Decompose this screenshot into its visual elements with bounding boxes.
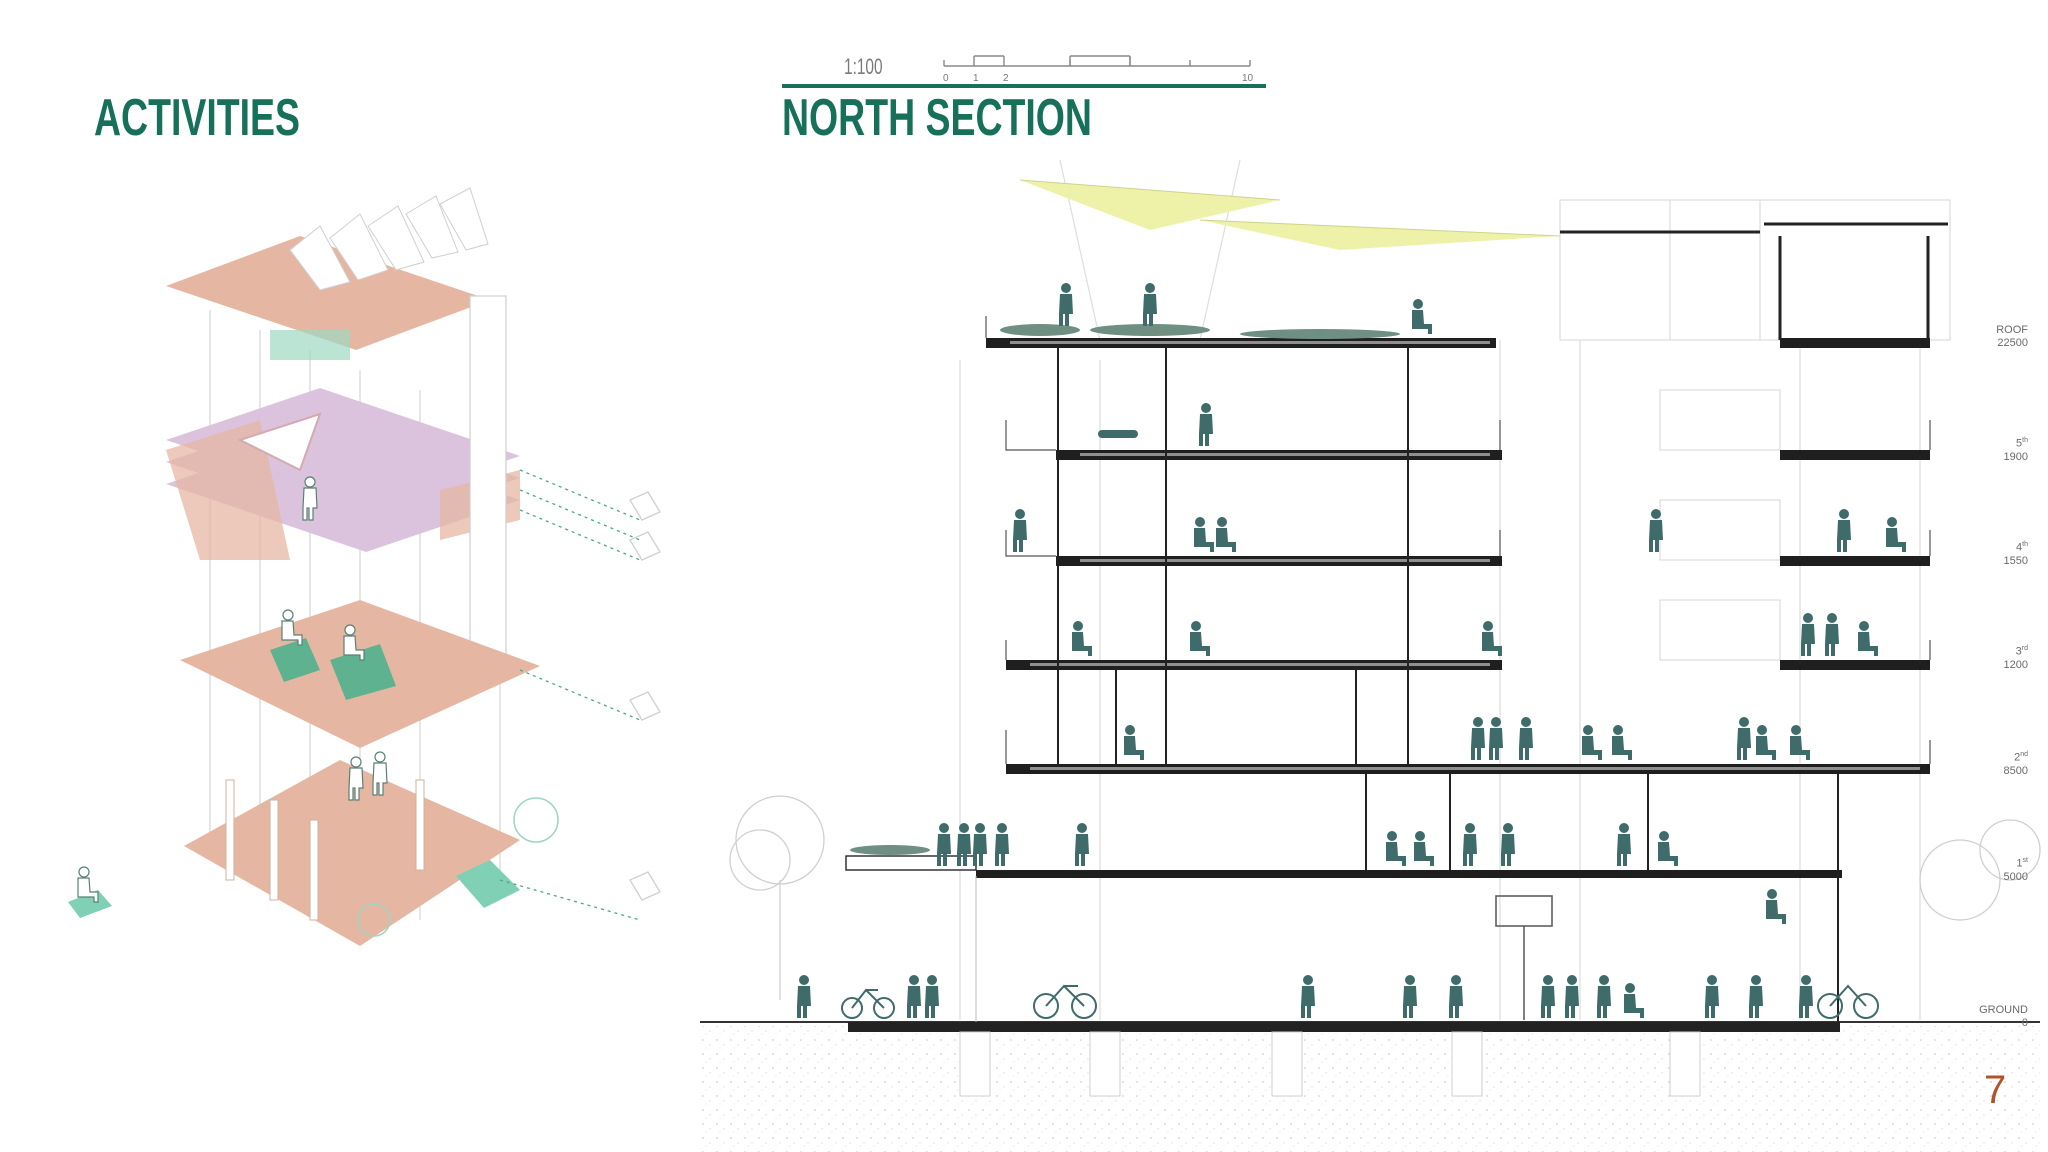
roof-canopy <box>1019 179 1561 250</box>
ground-plate <box>184 760 520 946</box>
activities-axonometric <box>68 187 661 946</box>
scale-tick-0: 0 <box>943 73 949 84</box>
page-number: 7 <box>1984 1068 2007 1112</box>
north-section <box>700 159 2041 1152</box>
slab-3-right <box>1780 660 1930 670</box>
scale-tick-1: 1 <box>973 73 979 84</box>
people <box>797 283 1906 1018</box>
ground-fill <box>700 1026 2040 1152</box>
roof-plate <box>166 236 490 350</box>
activities-title: ACTIVITIES <box>94 89 300 147</box>
foundation <box>848 1022 1840 1032</box>
scale-ratio: 1:100 <box>844 54 883 79</box>
scale-bar <box>943 55 1251 67</box>
slab-5-right <box>1780 450 1930 460</box>
slab-roof-right <box>1780 338 1930 348</box>
floor-slabs <box>976 338 1930 878</box>
bicycles <box>841 984 1879 1019</box>
scale-tick-2: 2 <box>1003 73 1009 84</box>
terrace-planter <box>845 855 977 871</box>
scale-tick-10: 10 <box>1242 73 1254 84</box>
north-section-title: NORTH SECTION <box>782 89 1092 147</box>
basketball-hoop <box>1495 895 1553 1020</box>
roof-plants <box>850 324 1400 855</box>
slab-4-right <box>1780 556 1930 566</box>
slab-1 <box>976 870 1842 878</box>
